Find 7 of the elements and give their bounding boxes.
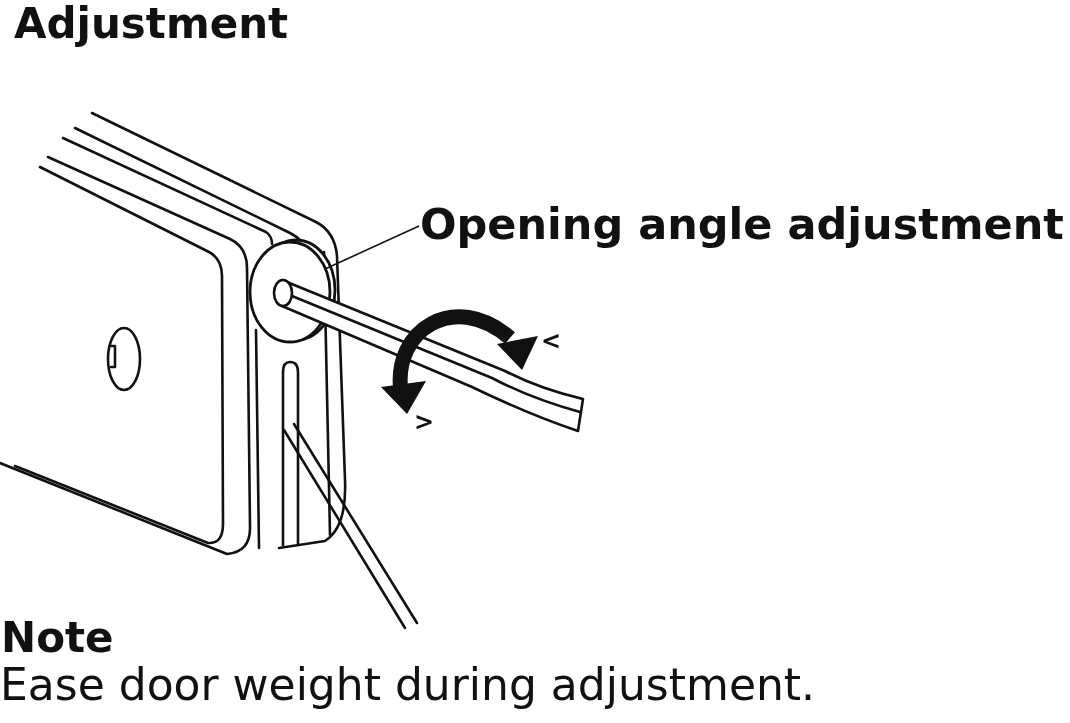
note-heading: Note [1, 614, 114, 662]
note-text: Ease door weight during adjustment. [0, 660, 816, 710]
callout-label: Opening angle adjustment [420, 199, 1064, 249]
less-than-sign: < [541, 327, 562, 355]
greater-than-sign: > [414, 408, 435, 436]
title: Adjustment [14, 0, 289, 48]
leader-line [324, 225, 420, 270]
